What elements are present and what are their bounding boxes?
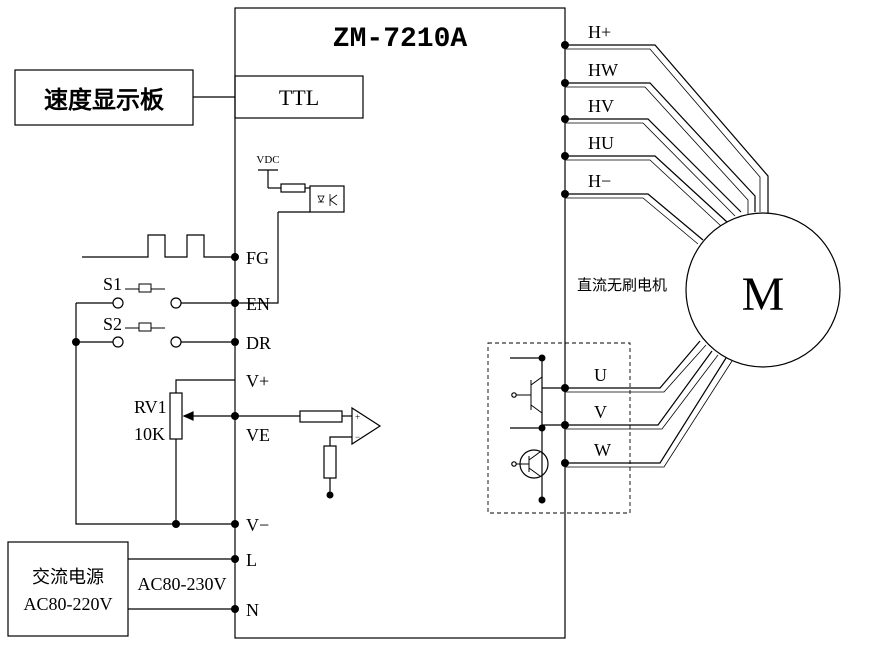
fg-terminal-dot <box>231 253 239 261</box>
optocoupler <box>309 185 345 213</box>
ac-power-wires <box>128 558 235 610</box>
motor-type-label: 直流无刷电机 <box>577 276 667 294</box>
switch-s2-contact-right <box>170 336 182 348</box>
phase-wire-u-b <box>565 344 707 393</box>
ac-source-range: AC80-220V <box>24 594 113 614</box>
pin-hu: HU <box>588 133 614 153</box>
phase-wire-u-a <box>565 340 701 389</box>
hall-wire-hv-b <box>565 122 736 217</box>
pin-v-minus: V− <box>246 515 269 535</box>
switch-s2-contact-left <box>112 336 124 348</box>
hall-wire-h-plus-a <box>565 44 769 213</box>
switch-s1-contact-left <box>112 297 124 309</box>
en-terminal-dot <box>231 299 239 307</box>
phase-wire-w-b <box>565 360 733 468</box>
opto-resistor <box>280 183 306 193</box>
hall-wire-h-minus-a <box>565 193 704 241</box>
opamp-ground-dot <box>326 491 334 499</box>
opamp-triangle <box>351 406 382 446</box>
n-terminal-dot <box>231 605 239 613</box>
pin-hv: HV <box>588 96 614 116</box>
pin-w: W <box>594 440 611 460</box>
dr-terminal-dot <box>231 338 239 346</box>
bus-bottom-dot <box>538 496 546 504</box>
pin-dr: DR <box>246 333 271 353</box>
ttl-label: TTL <box>279 85 319 110</box>
hall-wire-hw-b <box>565 86 749 214</box>
pin-v-plus: V+ <box>246 371 269 391</box>
potentiometer-body <box>169 392 183 440</box>
igbt-icon <box>516 376 543 414</box>
hall-wire-hu-a <box>565 155 728 223</box>
vdc-label: VDC <box>256 154 279 166</box>
switch-s1-contact-right <box>170 297 182 309</box>
pin-l: L <box>246 550 257 570</box>
switch-s2-label: S2 <box>103 314 122 334</box>
hall-wire-hu-b <box>565 159 722 227</box>
power-stage-box <box>487 342 631 514</box>
pin-fg: FG <box>246 248 269 268</box>
pin-u: U <box>594 365 607 385</box>
wiper-arrow-icon <box>182 411 194 421</box>
opamp-input-resistor <box>299 410 343 423</box>
ac-source-box <box>7 541 129 637</box>
bjt-gate-dot <box>511 461 517 467</box>
opamp-minus: − <box>355 432 360 442</box>
hall-wire-h-minus-b <box>565 197 699 245</box>
phase-wire-v-b <box>565 354 719 430</box>
bus-top-dot <box>538 354 546 362</box>
pot-name: RV1 <box>134 397 167 417</box>
pin-n: N <box>246 600 259 620</box>
en-opto-wire <box>235 211 310 304</box>
common-return-wire <box>75 303 235 525</box>
opamp-ref-wire <box>329 436 352 446</box>
power-stage-bus <box>510 357 543 500</box>
motor-circle <box>685 212 841 368</box>
hall-wire-hw-a <box>565 82 756 212</box>
pin-en: EN <box>246 294 270 314</box>
opto-transistor-icon <box>329 194 338 206</box>
phase-wire-w-a <box>565 357 727 464</box>
switch-s2-actuator <box>125 322 165 332</box>
pin-hw: HW <box>588 60 618 80</box>
v-minus-terminal-dot <box>231 520 239 528</box>
bjt-icon <box>516 451 541 477</box>
controller-model: ZM-7210A <box>333 24 468 55</box>
opamp-ref-resistor <box>323 445 337 479</box>
controller-box <box>234 7 566 639</box>
motor-symbol: M <box>742 268 785 321</box>
pin-h-plus: H+ <box>588 22 611 42</box>
speed-display-label: 速度显示板 <box>44 86 165 114</box>
v-plus-wire <box>175 379 235 393</box>
pin-h-minus: H− <box>588 171 611 191</box>
switch-s1-label: S1 <box>103 274 122 294</box>
opamp-plus: + <box>355 412 360 422</box>
pin-ve: VE <box>246 425 270 445</box>
ac-source-title: 交流电源 <box>32 567 104 588</box>
bus-mid-dot <box>538 424 546 432</box>
phase-wire-v-a <box>565 350 713 426</box>
fg-pulse-wave <box>82 234 235 258</box>
igbt-gate-dot <box>511 392 517 398</box>
switch-s1-actuator <box>125 283 165 293</box>
l-terminal-dot <box>231 555 239 563</box>
opto-led-icon <box>317 195 325 203</box>
pot-value: 10K <box>134 424 165 444</box>
hall-wire-hv-a <box>565 118 742 213</box>
pin-v: V <box>594 402 607 422</box>
ac-input-voltage: AC80-230V <box>138 574 227 594</box>
hall-wire-h-plus-b <box>565 48 761 212</box>
pot-return-dot <box>172 520 180 528</box>
